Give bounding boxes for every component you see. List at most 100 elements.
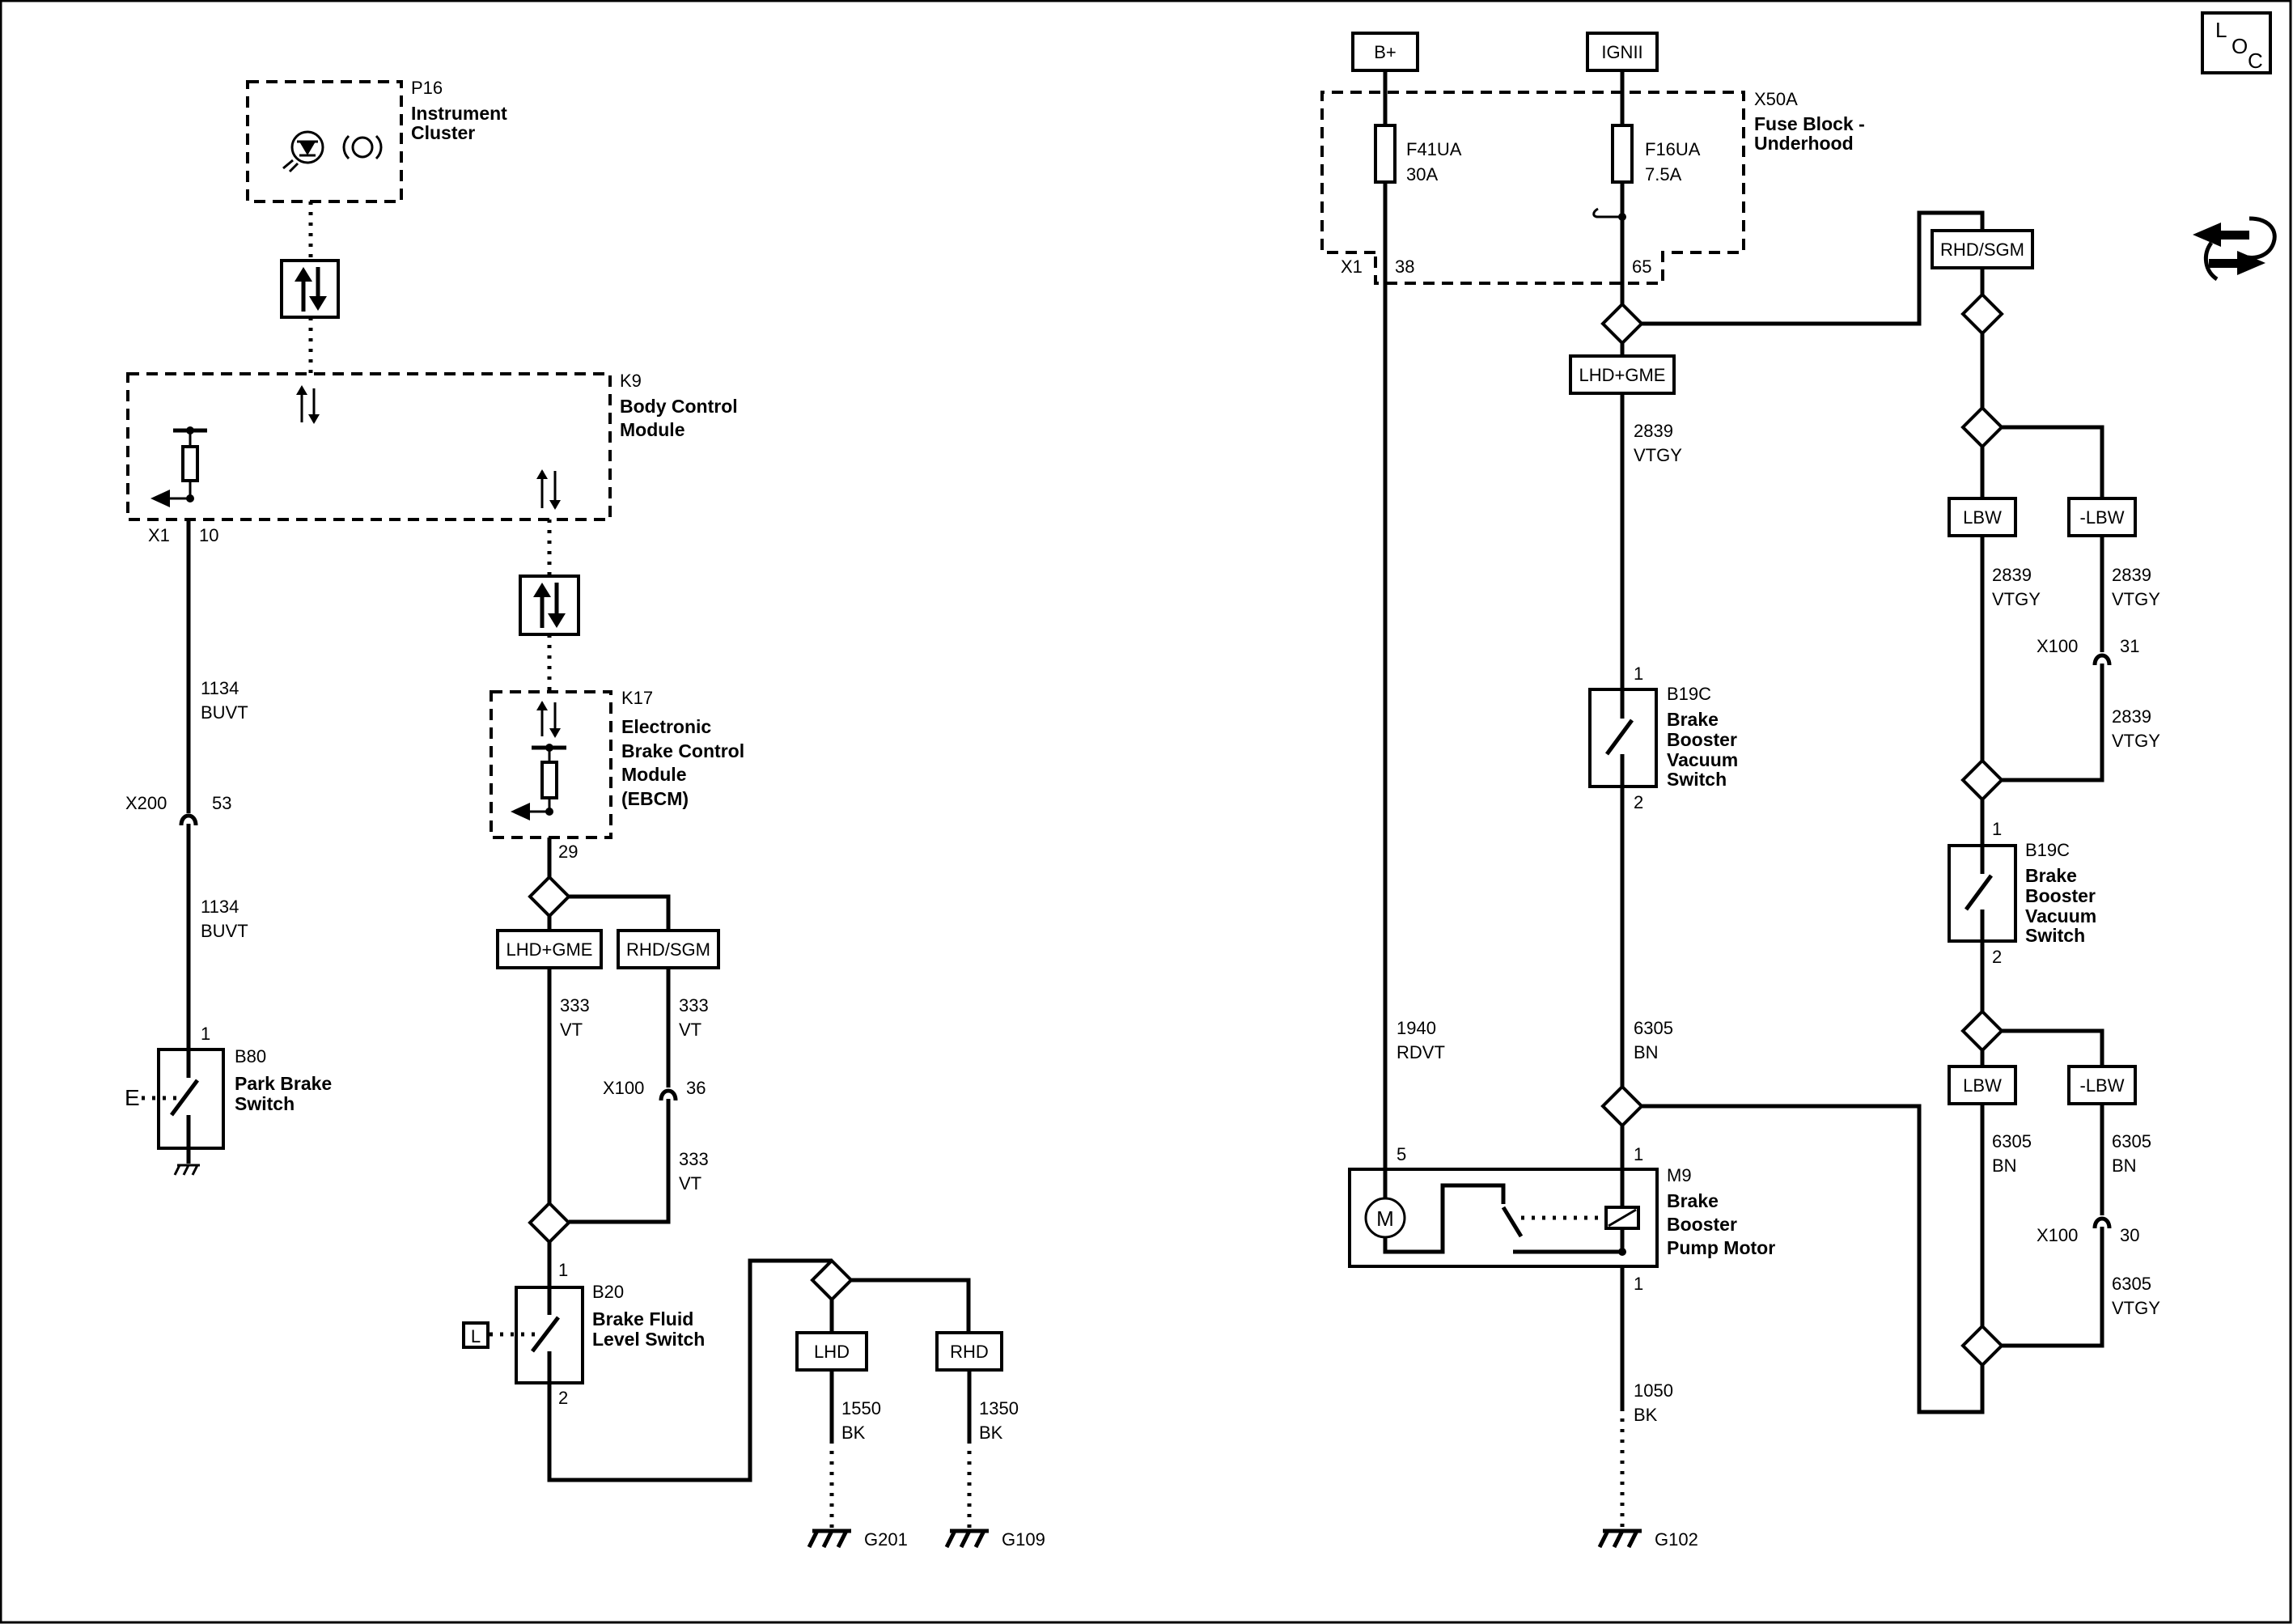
merge-diamond	[528, 1201, 571, 1245]
w1350-circuit: 1350	[979, 1398, 1019, 1418]
p16-name-1: Instrument	[411, 103, 507, 124]
instrument-cluster: P16 Instrument Cluster	[246, 78, 507, 203]
rhd-diamond-5	[1960, 1324, 2004, 1367]
ign-option-diamond	[1600, 302, 1644, 346]
wire-1134-upper-color: BUVT	[201, 702, 248, 723]
w1050-color: BK	[1634, 1405, 1658, 1425]
k17-name-1: Electronic	[621, 716, 711, 737]
data-arrows-icon	[296, 385, 320, 424]
w333-rl-color: VT	[679, 1173, 701, 1194]
data-arrows-icon-2	[536, 469, 561, 510]
option-box-rhd: RHD	[935, 1331, 1003, 1372]
fuse-pin-65: 65	[1632, 257, 1651, 277]
inline-connector-x200: X200 53	[125, 793, 231, 826]
option-rhd-sgm-2-label: RHD/SGM	[1940, 240, 2024, 260]
wire-rhd-return	[1642, 1104, 1985, 1414]
x100-31-connector: X100	[2037, 636, 2078, 656]
inline-connector-x100-31: X100 31	[2037, 636, 2139, 666]
wire-rhd-sgm-branch	[1642, 210, 1985, 326]
b19c-rhd-pin2: 2	[1992, 947, 2002, 967]
k17-name-4: (EBCM)	[621, 788, 689, 809]
brake-fluid-level-switch: 1 L 2 B20 Brake Fluid Level Switch	[462, 1260, 705, 1408]
b19c-main-pin2: 2	[1634, 792, 1643, 812]
w2839-nlbw-u-circuit: 2839	[2112, 565, 2151, 585]
f41ua-ref: F41UA	[1406, 139, 1462, 159]
w6305-nlbw-color: BN	[2112, 1155, 2137, 1176]
m9-pin1-bottom: 1	[1634, 1274, 1643, 1294]
w2839-main-circuit: 2839	[1634, 421, 1673, 441]
x200-connector: X200	[125, 793, 167, 813]
wire-6305-vtgy	[2002, 1227, 2104, 1348]
fuse-f41ua-icon	[1374, 124, 1397, 184]
ground-g109-label: G109	[1002, 1529, 1045, 1550]
wire-nlbw-branch	[2002, 425, 2104, 498]
wire-333-right-lower	[569, 1099, 671, 1224]
w6305-lbw-circuit: 6305	[1992, 1131, 2032, 1151]
park-brake-switch: 1 E B80 Park Brake Switch	[125, 1024, 332, 1176]
option-lbw-2-label: LBW	[1963, 1075, 2002, 1096]
b19c-rhd-name-3: Vacuum	[2025, 905, 2096, 926]
bcm-pin: 10	[199, 525, 218, 545]
power-source-bplus: B+	[1351, 32, 1419, 72]
loc-letter-l: L	[2215, 18, 2227, 42]
k9-ref: K9	[620, 371, 642, 391]
rhd-diamond-4	[1960, 1009, 2004, 1053]
bidirectional-data-icon-2	[519, 575, 580, 636]
inline-connector-x100-30: X100 30	[2037, 1216, 2139, 1245]
f16ua-ref: F16UA	[1645, 139, 1701, 159]
option-box-lbw: LBW	[1948, 497, 2017, 537]
wire-nlbw-branch-2	[2002, 1028, 2104, 1066]
w2839-main-color: VTGY	[1634, 445, 1682, 465]
f16ua-rating: 7.5A	[1645, 164, 1682, 184]
x50a-name-1: Fuse Block -	[1754, 113, 1865, 134]
k17-ref: K17	[621, 688, 653, 708]
w2839-nlbw-l-circuit: 2839	[2112, 706, 2151, 727]
b20-ref: B20	[592, 1282, 624, 1302]
b19c-rhd-name-2: Booster	[2025, 885, 2096, 906]
x100-36-connector: X100	[603, 1078, 644, 1098]
f41ua-rating: 30A	[1406, 164, 1438, 184]
brake-warning-lamp-icon	[282, 130, 324, 173]
junction-diamond-main	[1600, 1084, 1644, 1128]
m9-ref: M9	[1667, 1165, 1692, 1185]
w333-left-circuit: 333	[560, 995, 590, 1016]
ground-g201-label: G201	[864, 1529, 908, 1550]
ground-option-diamond	[810, 1258, 854, 1302]
option-lhd-gme-2-label: LHD+GME	[1579, 365, 1666, 385]
wire-rhd-ground	[851, 1278, 971, 1333]
b19c-main-name-3: Vacuum	[1667, 749, 1738, 770]
w2839-lbw-circuit: 2839	[1992, 565, 2032, 585]
rhd-diamond-1	[1960, 292, 2004, 336]
b19c-main-name-2: Booster	[1667, 729, 1737, 750]
b20-name-1: Brake Fluid	[592, 1308, 693, 1329]
fuse-connector: X1	[1341, 257, 1363, 277]
vacuum-switch-main: 1 2 B19C Brake Booster Vacuum Switch	[1588, 664, 1738, 812]
bplus-label: B+	[1374, 42, 1397, 62]
k9-name-2: Module	[620, 419, 685, 440]
ebcm-module: K17 Electronic Brake Control Module (EBC…	[490, 688, 744, 839]
x100-31-pin: 31	[2120, 636, 2139, 656]
x100-30-connector: X100	[2037, 1225, 2078, 1245]
vacuum-switch-rhd: 1 2 B19C Brake Booster Vacuum Switch	[1948, 819, 2096, 967]
bidirectional-data-icon	[280, 259, 340, 319]
wire-1134-lower-color: BUVT	[201, 921, 248, 941]
data-arrows-icon-3	[536, 701, 561, 738]
option-box-lhd: LHD	[795, 1331, 868, 1372]
w6305-main-circuit: 6305	[1634, 1018, 1673, 1038]
m9-name-2: Booster	[1667, 1214, 1737, 1235]
w6305-nlbw-circuit: 6305	[2112, 1131, 2151, 1151]
b19c-main-pin1: 1	[1634, 664, 1643, 684]
ground-g109-icon	[944, 1529, 989, 1549]
w333-ru-color: VT	[679, 1020, 701, 1040]
w1940-circuit: 1940	[1397, 1018, 1436, 1038]
w2839-nlbw-l-color: VTGY	[2112, 731, 2160, 751]
b20-pin1: 1	[558, 1260, 568, 1280]
ebcm-pin: 29	[558, 842, 578, 862]
ground-icon	[173, 1164, 200, 1176]
b80-indicator: E	[125, 1085, 140, 1110]
x50a-name-2: Underhood	[1754, 133, 1854, 154]
navigation-arrows-icon[interactable]	[2193, 216, 2277, 282]
b19c-rhd-name-1: Brake	[2025, 865, 2077, 886]
brake-booster-pump-motor: 5 1 M M9 Brake Booster Pump Motor	[1348, 1144, 1775, 1268]
bcm-connector: X1	[148, 525, 170, 545]
